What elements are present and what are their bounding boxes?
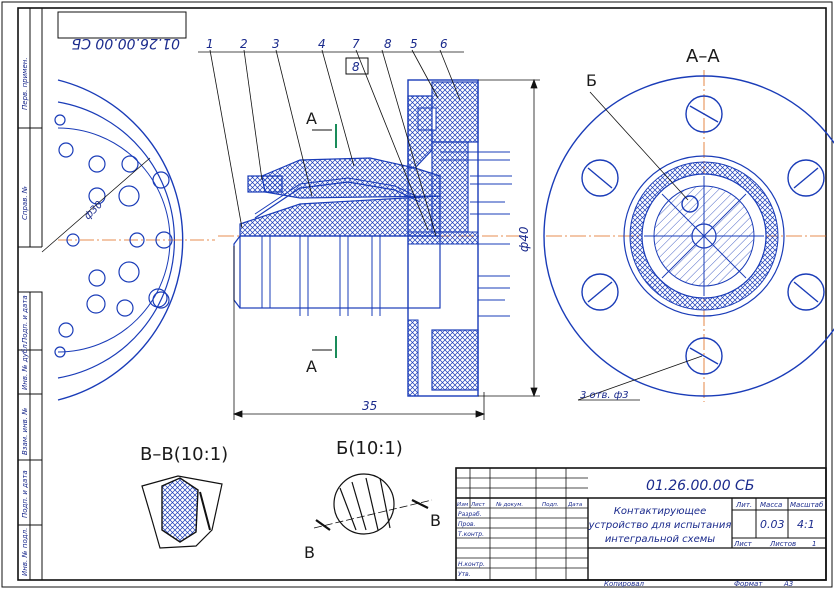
mirrored-number-box: 01.26.00.00 СБ — [57, 11, 187, 51]
leader-6: 6 — [440, 37, 448, 51]
detail-b-title: Б(10:1) — [336, 438, 403, 459]
leader-box — [345, 57, 369, 75]
leader-5: 5 — [410, 37, 418, 51]
mass-value: 0.03 — [760, 518, 785, 531]
left-view: ф30 — [41, 79, 215, 401]
role-5: Утв. — [458, 571, 471, 578]
format-label: Формат — [734, 580, 763, 588]
leader-2: 2 — [240, 37, 248, 51]
section-vv-view: В–В(10:1) — [140, 444, 228, 549]
cut-v-right: В — [430, 511, 441, 530]
side-stamp — [17, 8, 43, 581]
sheets-label: Листов — [769, 540, 796, 548]
leader-3: 3 — [272, 37, 280, 51]
role-2: Т.контр. — [458, 531, 484, 538]
main-section-view: А А 1 2 3 4 7 8 5 6 8 — [198, 37, 540, 420]
rev-header-1: Лист — [470, 502, 486, 508]
title-line-3: интегральной схемы — [605, 534, 715, 545]
scale-value: 4:1 — [797, 518, 815, 531]
role-0: Разраб. — [458, 511, 482, 518]
rev-header-3: Подп. — [542, 502, 559, 508]
title-block — [455, 467, 827, 581]
cut-plane-a: А А — [306, 109, 337, 376]
leader-box-label: 8 — [352, 60, 360, 74]
cut-label-bottom: А — [306, 357, 317, 376]
copied-label: Копировал — [604, 580, 645, 588]
dim-length-lines — [232, 246, 486, 420]
lit-label: Лит. — [735, 501, 752, 509]
format-value: А3 — [783, 580, 793, 588]
side-label-1: Справ. № — [21, 186, 29, 220]
mirrored-number: 01.26.00.00 СБ — [72, 35, 180, 51]
rev-header-4: Дата — [567, 502, 583, 508]
side-label-6: Инв. № подл. — [21, 528, 29, 576]
mass-label: Масса — [760, 501, 782, 509]
dim-length: 35 — [362, 399, 377, 413]
section-aa-title: А–А — [686, 46, 720, 67]
label-b: Б — [586, 71, 597, 90]
side-label-0: Перв. примен. — [21, 57, 29, 110]
side-label-2: Подп. и дата — [21, 295, 29, 343]
side-label-4: Взам. инв. № — [21, 407, 29, 455]
rev-header-2: № докум. — [495, 502, 523, 508]
leader-8: 8 — [384, 37, 392, 51]
title-line-1: Контактирующее — [614, 506, 706, 517]
title-block-text: 01.26.00.00 СБ Контактирующее устройство… — [457, 478, 824, 588]
leader-1: 1 — [206, 37, 214, 51]
role-4: Н.контр. — [458, 561, 485, 568]
side-label-5: Подп. и дата — [21, 470, 29, 518]
rev-header-0: Изм — [457, 502, 468, 508]
title-line-2: устройство для испытания — [588, 520, 732, 531]
role-1: Пров. — [458, 521, 476, 528]
section-vv-title: В–В(10:1) — [140, 444, 228, 465]
drawing-number: 01.26.00.00 СБ — [646, 478, 754, 494]
dim-holes: 3 отв. ф3 — [580, 390, 629, 401]
leader-lines — [198, 49, 464, 237]
cut-v-left: В — [304, 543, 315, 562]
section-aa-view: А–А Б 3 отв. ф3 — [543, 46, 834, 402]
sheets-value: 1 — [812, 540, 816, 548]
side-label-3: Инв. № дубл. — [21, 342, 29, 390]
sheet-label: Лист — [733, 540, 753, 548]
detail-b-view: Б(10:1) В В — [304, 438, 441, 562]
dim-diameter-lines — [478, 78, 540, 398]
leader-4: 4 — [318, 37, 326, 51]
leader-7: 7 — [352, 37, 360, 51]
scale-label: Масштаб — [790, 501, 824, 509]
cut-label-top: А — [306, 109, 317, 128]
dim-diameter-main: ф40 — [517, 226, 531, 252]
side-stamp-labels: Перв. примен. Справ. № Подп. и дата Инв.… — [21, 57, 29, 576]
